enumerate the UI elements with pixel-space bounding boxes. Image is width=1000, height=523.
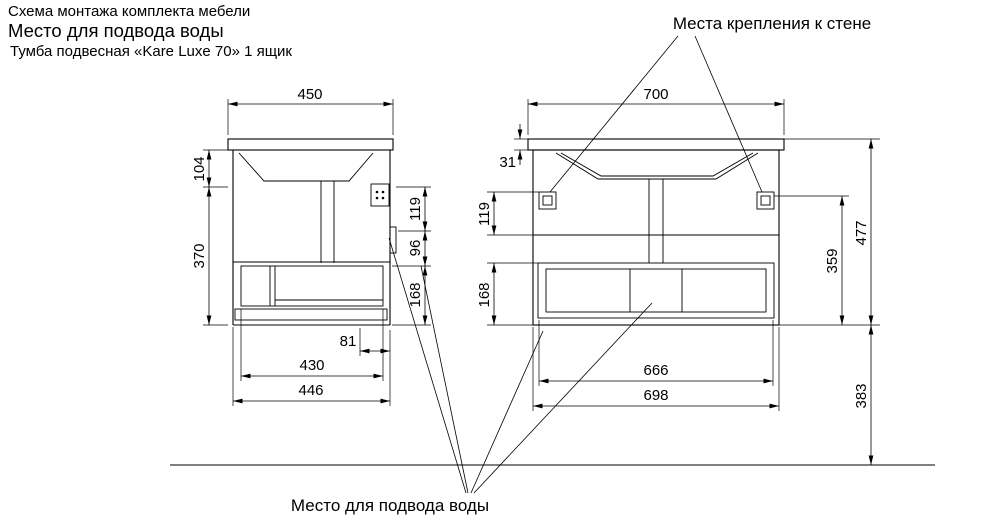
wall-mount-leader-left	[549, 35, 679, 193]
header-line3: Тумба подвесная «Kare Luxe 70» 1 ящик	[10, 43, 292, 60]
dim-side-96: 96	[407, 240, 424, 257]
front-basin	[555, 152, 759, 180]
side-water-connection	[389, 226, 397, 254]
front-bracket-left	[538, 191, 557, 210]
water-leader-1	[388, 237, 467, 494]
side-drawer	[240, 265, 384, 307]
front-view: 700 31 119 168 359 477	[476, 86, 880, 465]
wall-mount-annotation: Места крепления к стене	[549, 14, 871, 193]
front-bracket-right	[756, 191, 775, 210]
dim-front-700: 700	[643, 86, 668, 103]
dim-side-119: 119	[407, 197, 424, 221]
dim-front-119: 119	[476, 202, 493, 226]
wall-mount-label: Места крепления к стене	[673, 14, 871, 33]
dim-side-370: 370	[191, 243, 208, 268]
dim-front-383: 383	[853, 383, 870, 408]
dim-front-666: 666	[643, 362, 668, 379]
water-supply-annotation: Место для подвода воды	[291, 237, 653, 515]
side-view-dimensions: 450 104 370 119 96 168 81	[191, 86, 431, 406]
header-line1: Схема монтажа комплекта мебели	[8, 3, 250, 20]
dim-side-104: 104	[191, 156, 208, 181]
front-countertop	[527, 138, 785, 151]
dim-side-168: 168	[407, 282, 424, 307]
wall-mount-leader-right	[694, 35, 763, 193]
front-drawer	[537, 262, 775, 319]
side-countertop	[227, 138, 394, 151]
dim-front-168: 168	[476, 282, 493, 307]
dim-side-430: 430	[299, 357, 324, 374]
header-line2: Место для подвода воды	[8, 20, 224, 41]
side-wall-bracket	[370, 183, 390, 207]
dim-front-359: 359	[824, 248, 841, 273]
dim-front-31: 31	[499, 154, 516, 171]
side-bottom-panel	[234, 308, 388, 321]
front-body	[532, 149, 780, 326]
side-view-cabinet	[227, 138, 397, 326]
header: Схема монтажа комплекта мебели Место для…	[8, 3, 292, 60]
dim-front-698: 698	[643, 387, 668, 404]
front-view-dimensions: 700 31 119 168 359 477	[476, 86, 880, 465]
side-basin	[238, 152, 374, 182]
dim-side-446: 446	[298, 382, 323, 399]
side-view: 450 104 370 119 96 168 81	[191, 86, 431, 406]
water-leader-2	[420, 265, 469, 494]
dim-side-81: 81	[340, 333, 357, 350]
front-view-cabinet	[527, 138, 785, 326]
dim-side-450: 450	[297, 86, 322, 103]
water-leader-3	[470, 330, 544, 494]
water-supply-label: Место для подвода воды	[291, 496, 489, 515]
water-leader-4	[473, 302, 653, 494]
dim-front-477: 477	[853, 220, 870, 245]
